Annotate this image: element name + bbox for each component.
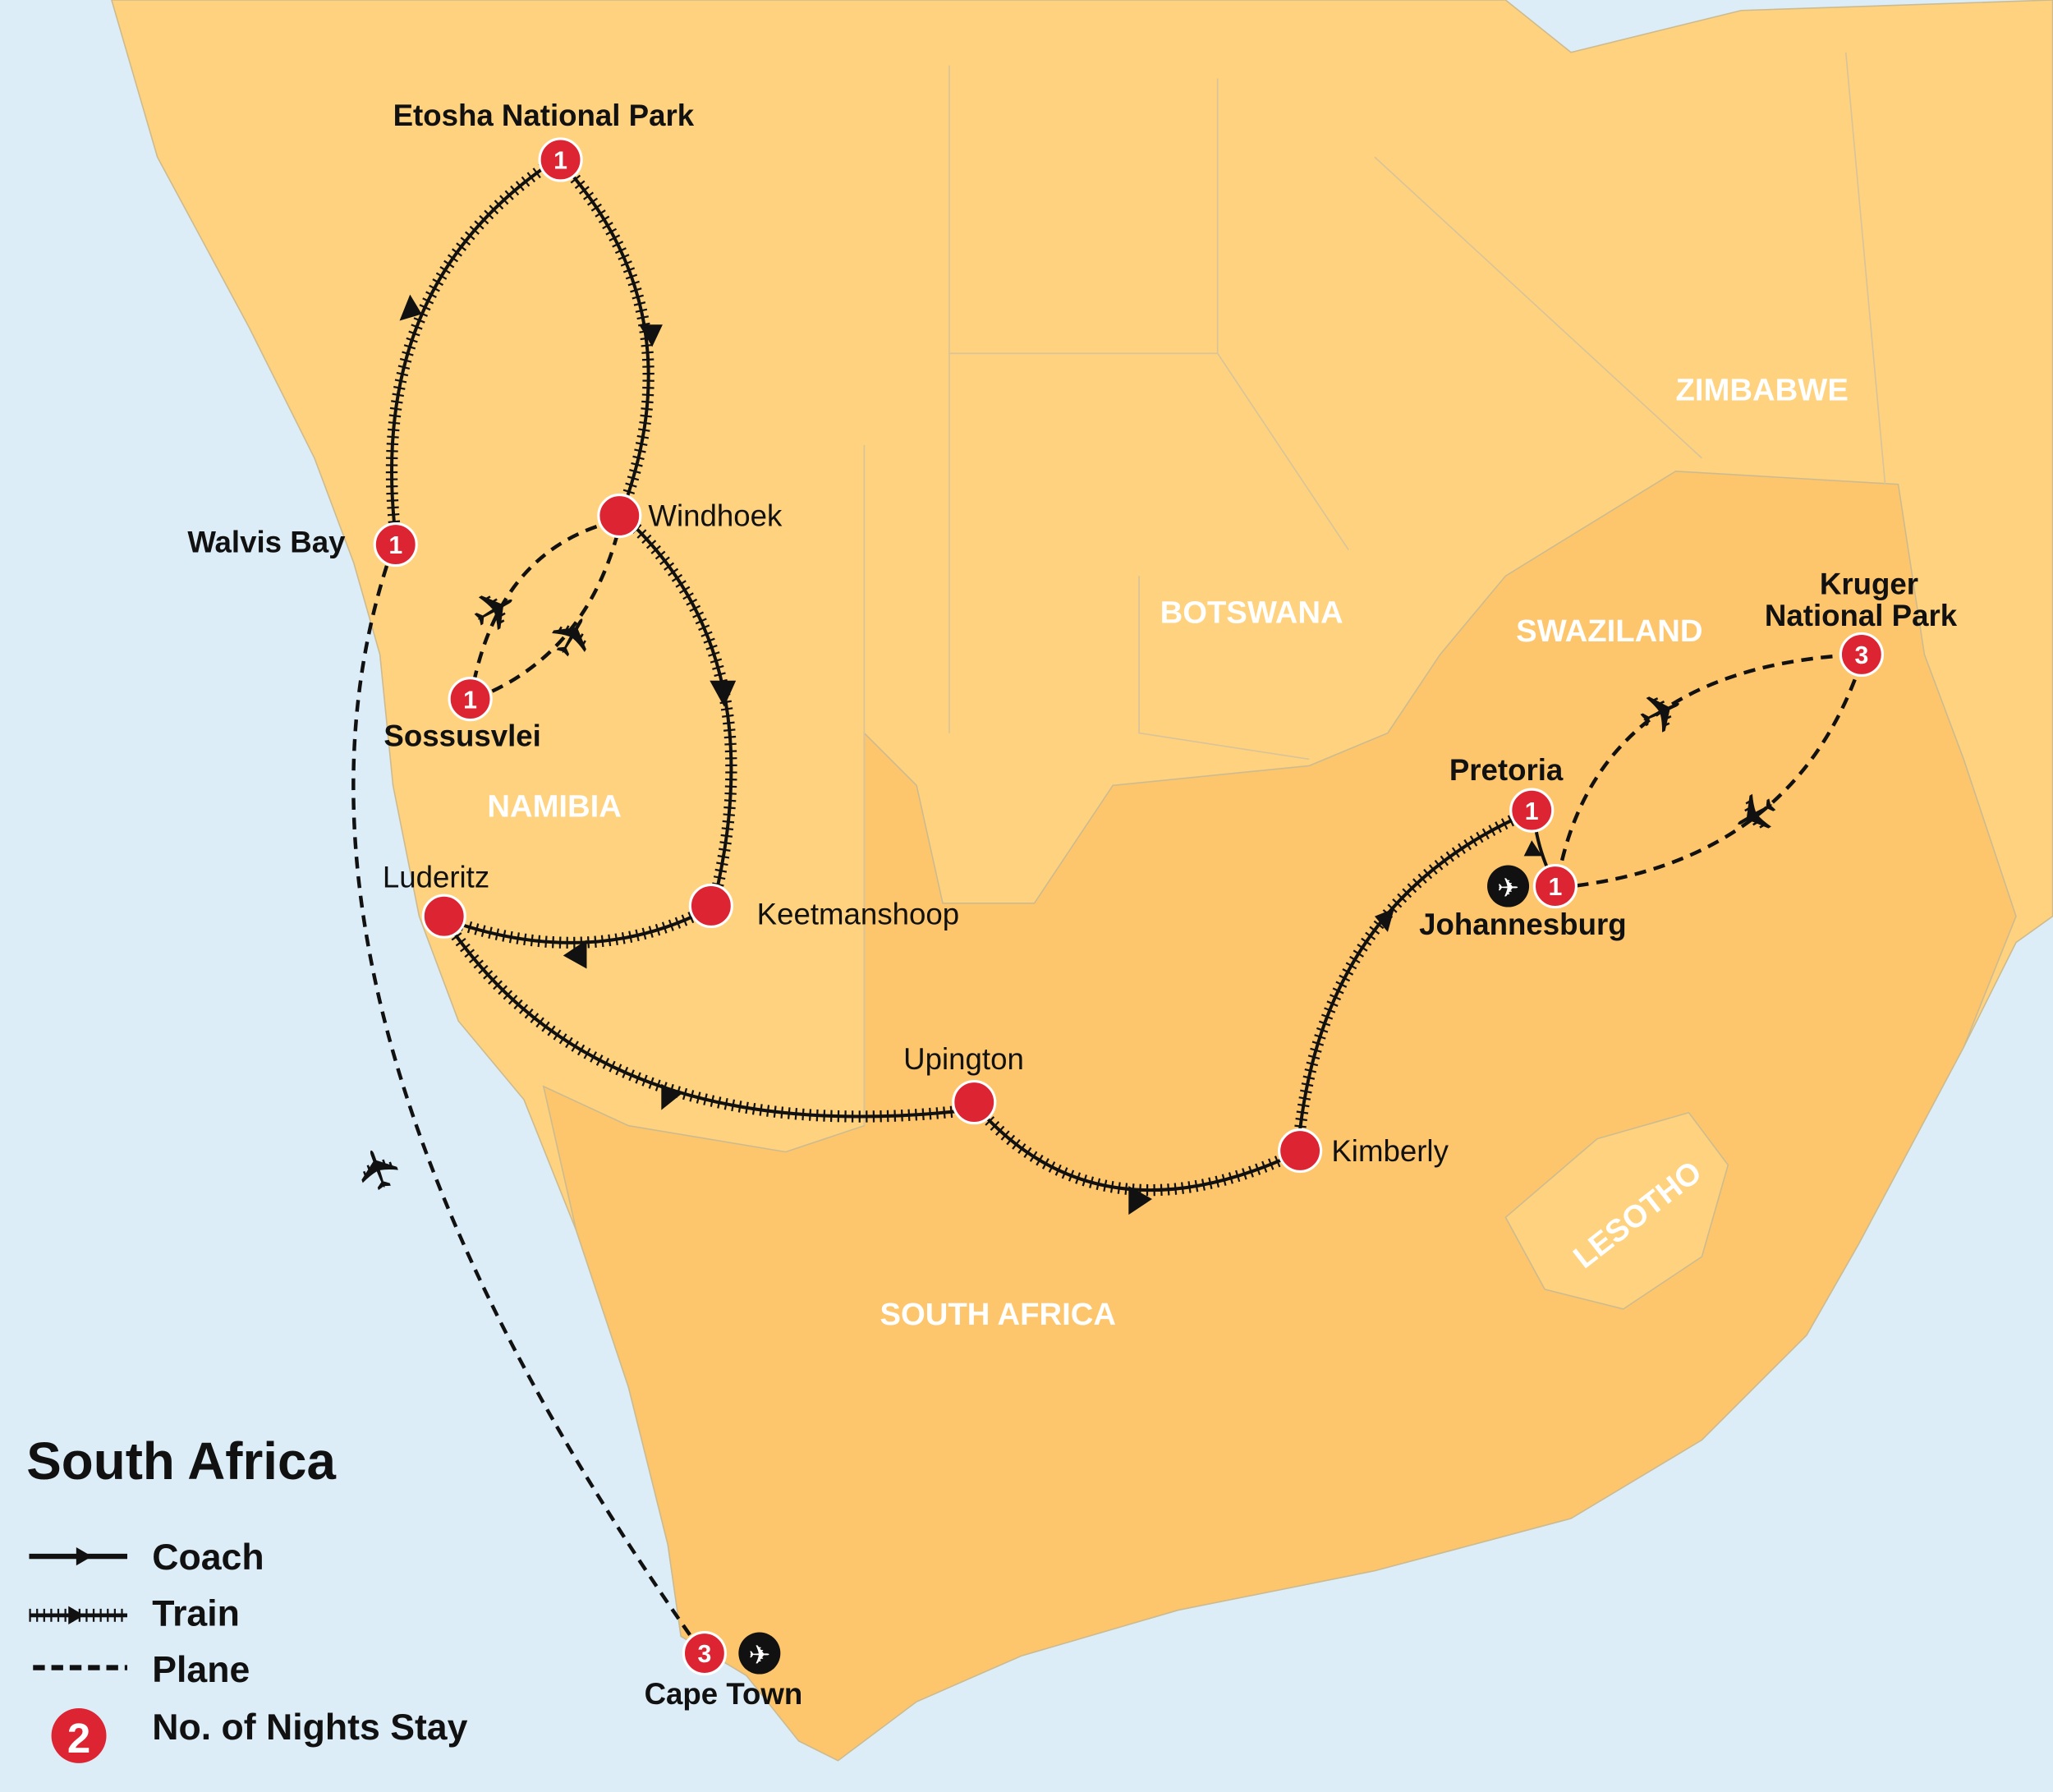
stop-label: Sossusvlei <box>384 719 540 753</box>
south-africa-region <box>542 470 2017 1762</box>
stop-label: Etosha National Park <box>393 99 695 132</box>
country-label-swaziland: SWAZILAND <box>1516 613 1702 649</box>
stop-label: Cape Town <box>645 1677 803 1711</box>
country-label-south-africa: SOUTH AFRICA <box>880 1297 1116 1332</box>
airport-icon <box>738 1632 781 1675</box>
plane-kruger-johannesburg <box>1560 660 1864 889</box>
legend-nights-sample: 2 <box>67 1715 90 1762</box>
arrow-icon <box>563 940 587 969</box>
arrow-icon <box>1523 840 1542 857</box>
nights-marker-icon <box>51 1707 107 1763</box>
stop-cape-town: 3 ✈ Cape Town <box>645 1630 803 1711</box>
nights-badge: 3 <box>1854 642 1868 669</box>
airport-icon <box>1487 865 1530 907</box>
direction-arrows <box>399 294 1542 1215</box>
country-label-zimbabwe: ZIMBABWE <box>1676 373 1849 408</box>
nights-badge: 1 <box>1548 874 1562 901</box>
plane-windhoek-sossusvlei <box>470 519 617 695</box>
map-title: South Africa <box>26 1431 336 1491</box>
country-label-namibia: NAMIBIA <box>487 789 622 825</box>
nights-badge: 1 <box>388 532 402 559</box>
arrow-icon <box>661 1083 682 1110</box>
stop-windhoek: Windhoek <box>597 493 783 539</box>
stop-upington: Upington <box>903 1042 1024 1125</box>
stop-label: Pretoria <box>1449 753 1564 787</box>
stop-label: Kimberly <box>1331 1134 1449 1168</box>
stop-luderitz: Luderitz <box>383 861 489 939</box>
legend-coach: Coach <box>152 1537 264 1578</box>
airport-plane-icon: ✈ <box>749 1640 771 1670</box>
arrow-icon <box>399 294 422 321</box>
train-walvis-etosha <box>385 159 553 538</box>
stop-label: Keetmanshoop <box>757 897 959 930</box>
lesotho-region <box>1504 1111 1729 1310</box>
train-kimberly-pretoria <box>1293 808 1528 1142</box>
nights-badge: 1 <box>1525 798 1539 825</box>
stop-label: Upington <box>903 1042 1024 1076</box>
plane-johannesburg-kruger <box>1555 652 1859 880</box>
airport-plane-icon: ✈ <box>1497 873 1519 903</box>
country-label-botswana: BOTSWANA <box>1160 595 1343 631</box>
legend-plane: Plane <box>152 1650 250 1690</box>
arrow-icon <box>710 680 737 707</box>
plane-sossusvlei-windhoek <box>473 520 623 701</box>
country-borders <box>863 52 1886 1126</box>
nights-badge: 1 <box>553 148 567 175</box>
arrow-icon <box>639 324 663 347</box>
stop-pretoria: 1 Pretoria <box>1449 753 1564 833</box>
stop-kimberly: Kimberly <box>1278 1128 1449 1174</box>
nights-badge: 3 <box>697 1641 711 1668</box>
stop-walvis-bay: 1 Walvis Bay <box>187 522 418 567</box>
stop-label: Kruger <box>1820 567 1918 601</box>
stop-label: Luderitz <box>383 861 489 894</box>
train-upington-kimberly <box>975 1105 1297 1197</box>
stop-label: Windhoek <box>648 499 783 533</box>
train-luderitz-upington <box>443 921 970 1123</box>
legend: South Africa Coach Train Plane 2 No. of … <box>26 1431 468 1763</box>
stop-label: National Park <box>1765 599 1958 632</box>
legend-nights: No. of Nights Stay <box>152 1707 467 1748</box>
stop-keetmanshoop: Keetmanshoop <box>688 883 959 930</box>
plane-walvis-capetown <box>351 546 704 1653</box>
arrow-icon <box>1128 1186 1153 1215</box>
legend-train: Train <box>152 1594 240 1634</box>
stop-label: Johannesburg <box>1419 907 1626 941</box>
nights-badge: 1 <box>463 687 477 714</box>
stop-label: Walvis Bay <box>187 526 346 559</box>
stop-etosha: 1 Etosha National Park <box>393 99 695 182</box>
